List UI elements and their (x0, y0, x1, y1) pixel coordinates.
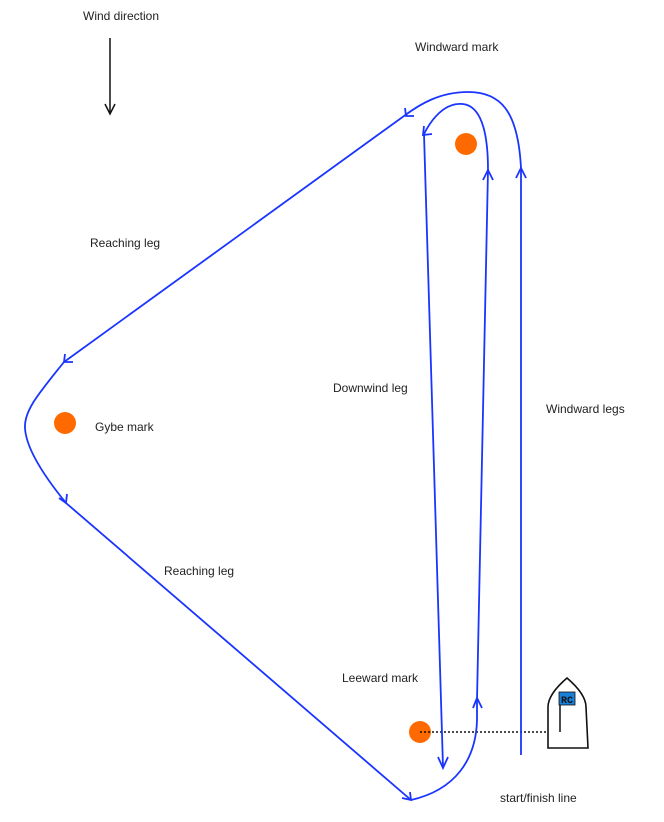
reaching-leg-lower-label: Reaching leg (164, 564, 235, 578)
wind-direction-arrow-icon (104, 38, 116, 116)
gybe-mark (54, 412, 76, 434)
committee-boat-icon: RC (547, 676, 589, 749)
gybe-mark-label: Gybe mark (95, 420, 154, 434)
start-finish-line-label: start/finish line (500, 791, 577, 805)
lower-reaching-leg (24, 361, 413, 802)
rc-flag-label: RC (561, 696, 573, 707)
wind-direction-label: Wind direction (83, 9, 160, 23)
rc-flag (558, 691, 576, 706)
windward-mark-label: Windward mark (415, 40, 499, 54)
upper-reaching-leg (62, 91, 522, 363)
downwind-leg (421, 103, 489, 771)
leeward-mark-label: Leeward mark (342, 671, 419, 685)
outer-windward-leg (515, 165, 527, 755)
inner-windward-leg (410, 167, 494, 801)
reaching-leg-upper-label: Reaching leg (90, 236, 161, 250)
windward-mark (455, 133, 477, 155)
downwind-leg-label: Downwind leg (333, 381, 408, 395)
windward-legs-label: Windward legs (546, 402, 625, 416)
